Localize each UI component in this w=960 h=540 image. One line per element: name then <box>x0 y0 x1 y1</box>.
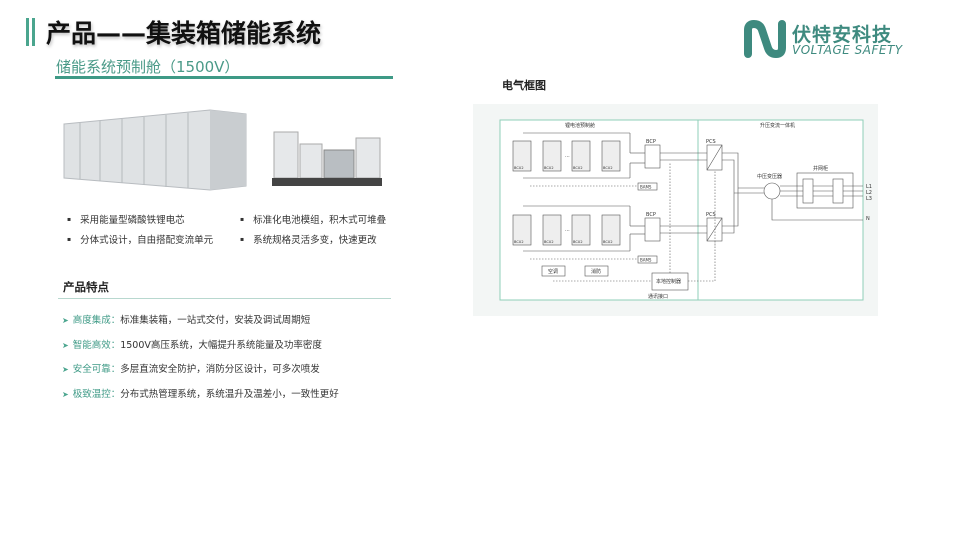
svg-text:PCS: PCS <box>706 139 716 145</box>
features-heading: 产品特点 <box>63 280 109 294</box>
equipment-image <box>272 131 382 186</box>
svg-text:PCS: PCS <box>706 212 716 218</box>
arrow-icon: ➤ <box>62 365 69 374</box>
bcp-box <box>644 144 661 169</box>
svg-text:L3: L3 <box>866 196 872 202</box>
bams-box <box>637 182 658 191</box>
feature-item: ➤安全可靠：多层直流安全防护，消防分区设计，可多次喷发 <box>62 361 320 375</box>
svg-text:BAMS: BAMS <box>640 185 652 190</box>
svg-text:BCU2: BCU2 <box>514 240 524 244</box>
svg-text:中压变压器: 中压变压器 <box>757 173 782 180</box>
features-divider <box>58 298 391 299</box>
svg-text:消防: 消防 <box>591 268 601 275</box>
title-accent-bar <box>32 18 35 46</box>
svg-text:L1: L1 <box>866 184 872 190</box>
svg-text:N: N <box>866 216 870 222</box>
page-title: 产品——集装箱储能系统 <box>46 19 322 48</box>
svg-text:···: ··· <box>565 154 570 160</box>
svg-text:通讯接口: 通讯接口 <box>648 293 668 300</box>
grid-cabinet <box>796 172 854 209</box>
battery-module: BCU2 <box>571 214 591 246</box>
svg-text:BCU2: BCU2 <box>603 240 613 244</box>
page-subtitle: 储能系统预制舱（1500V） <box>56 58 240 76</box>
svg-text:空调: 空调 <box>548 268 558 275</box>
battery-module: BCU2 <box>571 140 591 172</box>
logo-text-cn: 伏特安科技 <box>792 24 893 46</box>
arrow-icon: ➤ <box>62 390 69 399</box>
fire-box <box>584 265 609 277</box>
svg-text:BCP: BCP <box>646 139 656 145</box>
feature-item: ➤高度集成：标准集装箱，一站式交付，安装及调试周期短 <box>62 312 310 326</box>
bullet-item: 标准化电池模组，积木式可堆叠 <box>240 212 386 226</box>
feature-item: ➤智能高效：1500V高压系统，大幅提升系统能量及功率密度 <box>62 337 322 351</box>
ac-box <box>541 265 566 277</box>
svg-text:BCU2: BCU2 <box>573 166 583 170</box>
transformer-symbol <box>763 182 781 200</box>
bams-box <box>637 255 658 264</box>
feature-text: 标准集装箱，一站式交付，安装及调试周期短 <box>120 315 311 326</box>
feature-key: 智能高效： <box>72 340 121 351</box>
electrical-diagram: 锂电池预制舱 升压变流一体机 BCU2 BCU2 ··· BCU2 BCU2 B… <box>473 104 878 316</box>
battery-module: BCU2 <box>542 214 562 246</box>
bullet-item: 系统规格灵活多变，快速更改 <box>240 232 377 246</box>
feature-key: 安全可靠： <box>72 364 121 375</box>
svg-text:BCU2: BCU2 <box>603 166 613 170</box>
feature-item: ➤极致温控：分布式热管理系统，系统温升及温差小，一致性更好 <box>62 386 339 400</box>
bullet-item: 分体式设计，自由搭配变流单元 <box>67 232 213 246</box>
company-logo: 伏特安科技 VOLTAGE SAFETY <box>744 19 914 60</box>
svg-text:BCU2: BCU2 <box>514 166 524 170</box>
logo-text-en: VOLTAGE SAFETY <box>792 43 903 57</box>
bullet-item: 采用能量型磷酸铁锂电芯 <box>67 212 185 226</box>
pcs-unit: PCS <box>706 139 723 171</box>
svg-text:本地控制器: 本地控制器 <box>656 278 681 285</box>
feature-key: 高度集成： <box>72 315 121 326</box>
feature-text: 多层直流安全防护，消防分区设计，可多次喷发 <box>120 364 320 375</box>
svg-text:BCU2: BCU2 <box>544 240 554 244</box>
svg-text:并网柜: 并网柜 <box>813 165 828 172</box>
feature-text: 1500V高压系统，大幅提升系统能量及功率密度 <box>120 340 322 351</box>
battery-module: BCU2 <box>512 140 532 172</box>
feature-text: 分布式热管理系统，系统温升及温差小，一致性更好 <box>120 389 339 400</box>
diagram-title: 电气框图 <box>502 79 546 92</box>
arrow-icon: ➤ <box>62 341 69 350</box>
bcp-box <box>644 217 661 242</box>
subtitle-underline <box>55 76 393 79</box>
container-image <box>63 109 247 191</box>
svg-text:L2: L2 <box>866 190 872 196</box>
svg-text:···: ··· <box>565 228 570 234</box>
left-section-label: 锂电池预制舱 <box>565 122 595 129</box>
arrow-icon: ➤ <box>62 316 69 325</box>
battery-module: BCU2 <box>512 214 532 246</box>
battery-module: BCU2 <box>601 140 621 172</box>
battery-rack-group: BCU2 BCU2 ··· BCU2 BCU2 BCP BAMS <box>512 132 707 191</box>
svg-text:BCP: BCP <box>646 212 656 218</box>
svg-text:BCU2: BCU2 <box>573 240 583 244</box>
feature-key: 极致温控： <box>72 389 121 400</box>
svg-text:BCU2: BCU2 <box>544 166 554 170</box>
svg-text:BAMS: BAMS <box>640 258 652 263</box>
battery-rack-group: BCU2 BCU2 ··· BCU2 BCU2 BCP BAMS <box>512 205 707 264</box>
title-accent-bar <box>26 18 29 46</box>
right-section-label: 升压变流一体机 <box>760 122 795 129</box>
battery-module: BCU2 <box>542 140 562 172</box>
battery-module: BCU2 <box>601 214 621 246</box>
pcs-unit: PCS <box>706 212 723 242</box>
logo-mark-icon <box>744 19 786 59</box>
